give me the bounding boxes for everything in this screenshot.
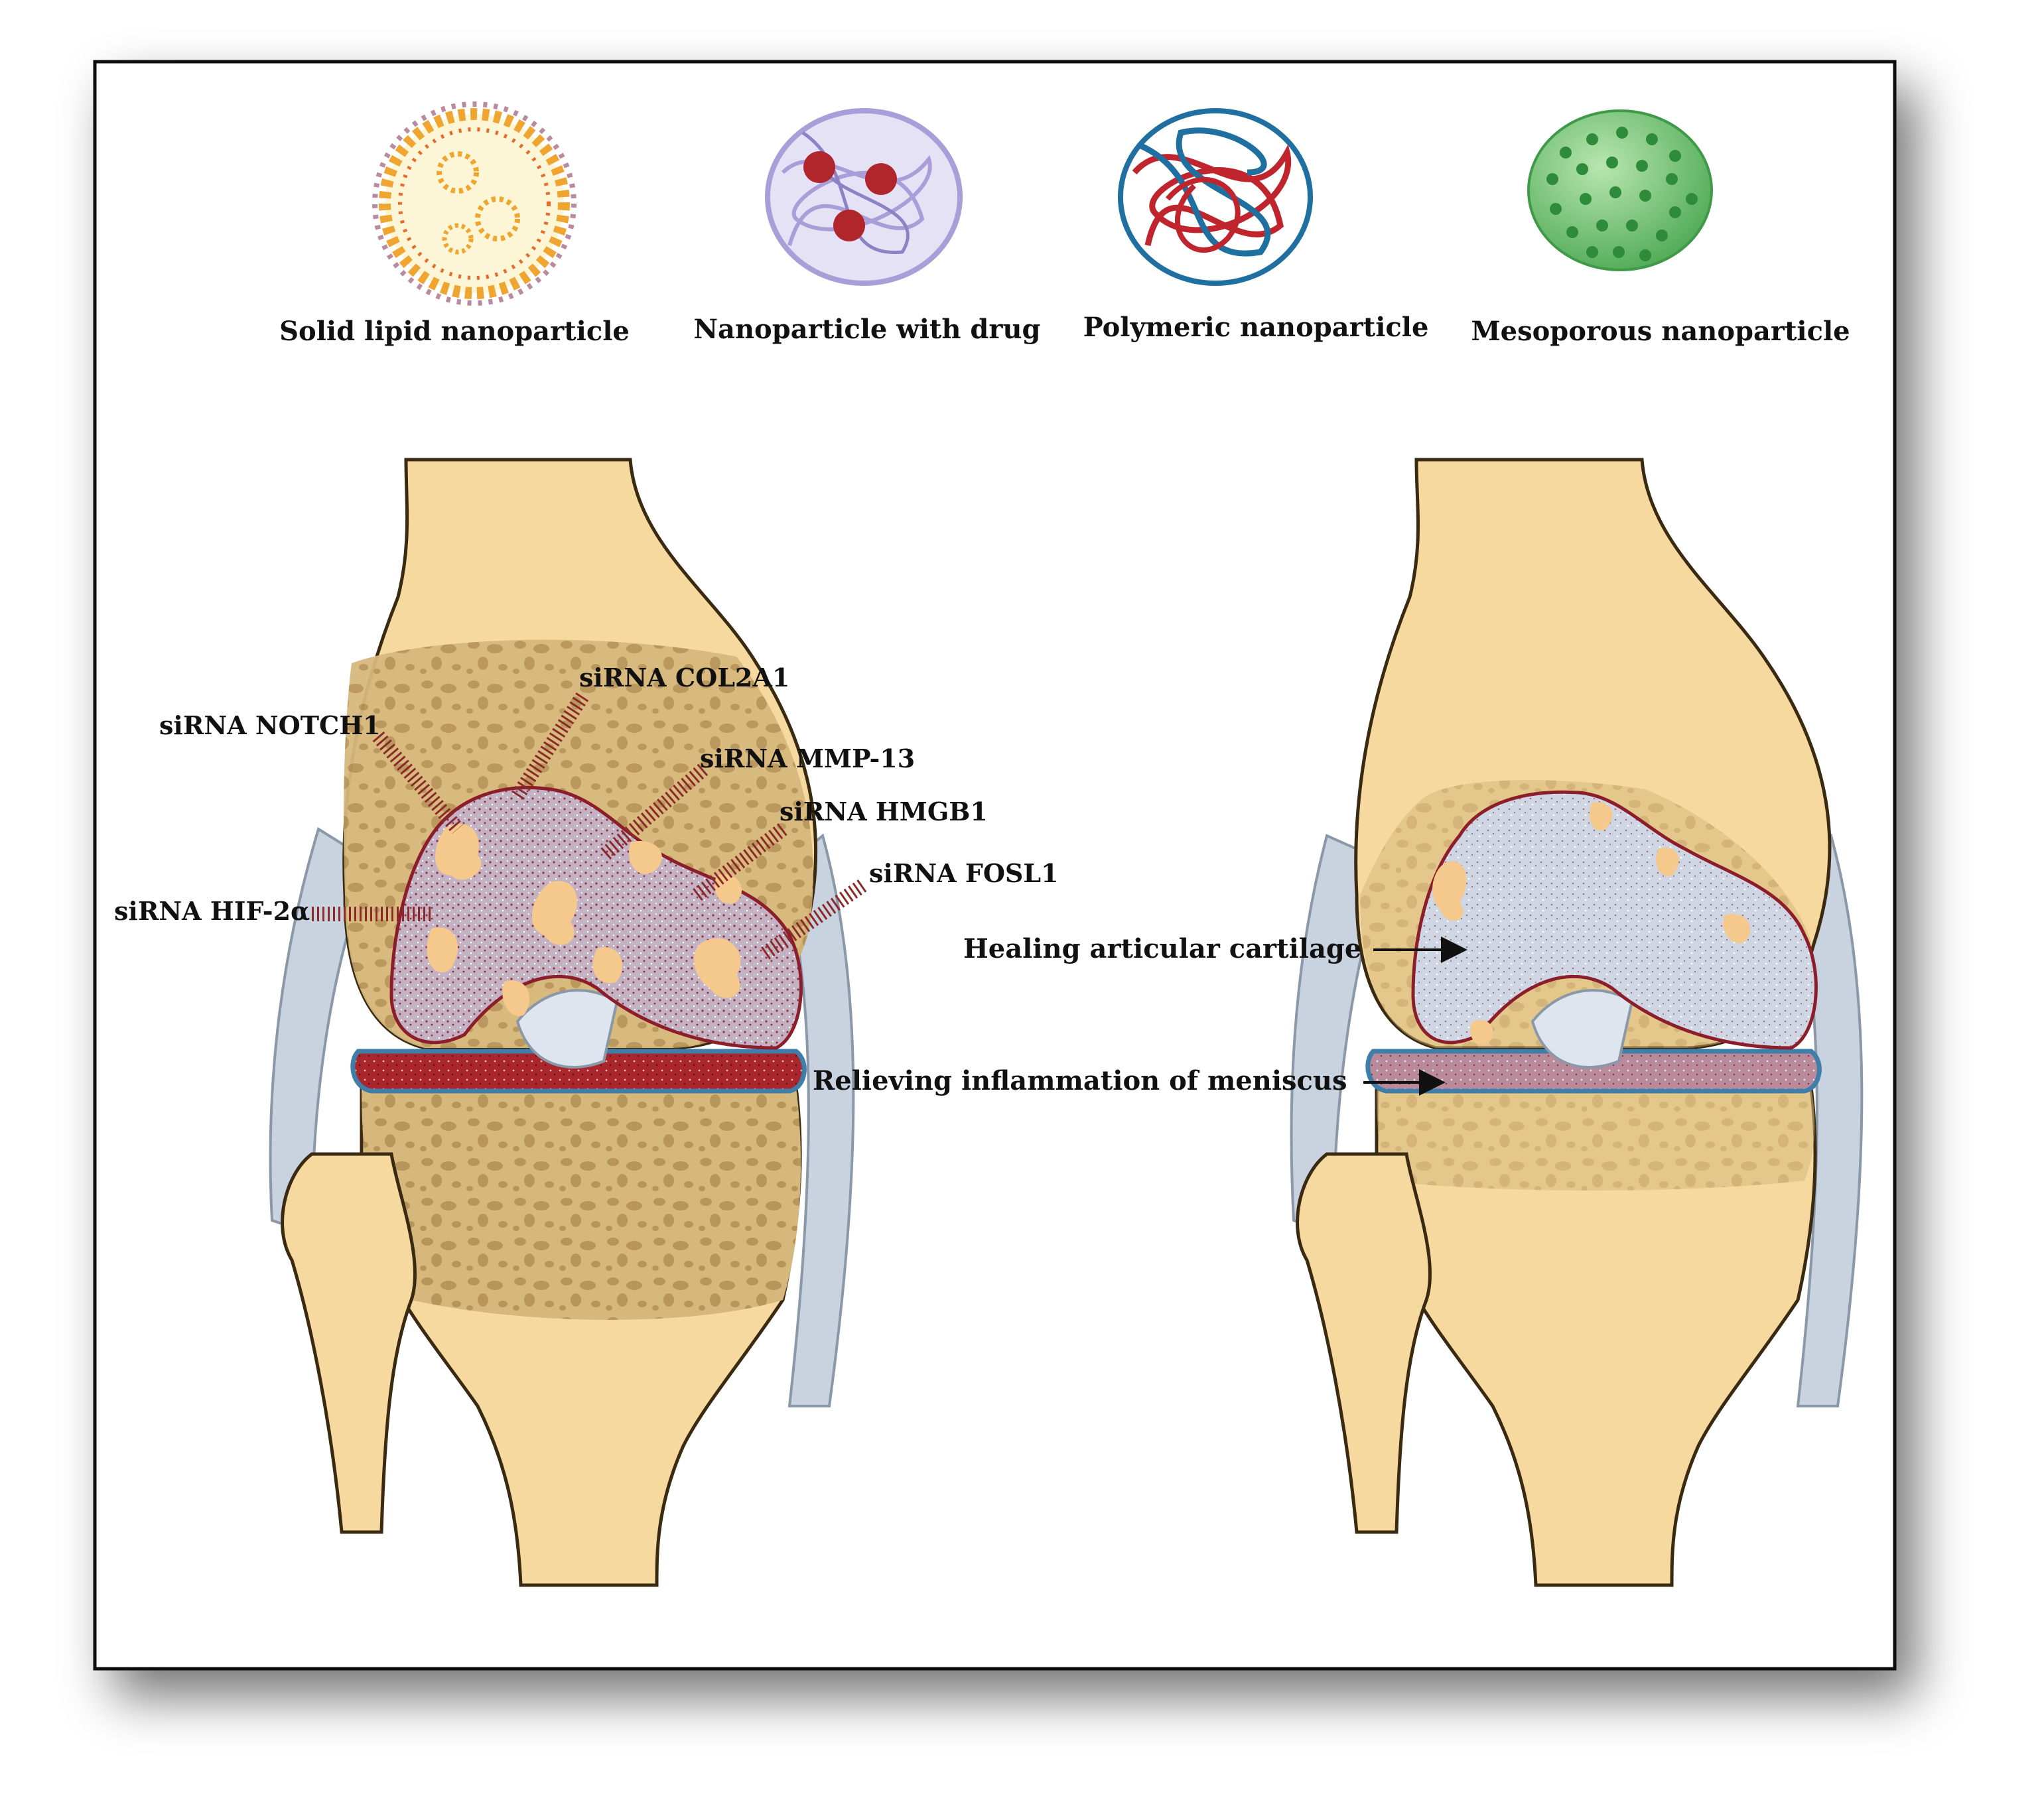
sirna-label-hmgb1: siRNA HMGB1 bbox=[780, 797, 988, 826]
tibia-spongy-bone bbox=[362, 1088, 801, 1320]
healing-knee-joint bbox=[1290, 458, 1864, 1587]
sirna-label-fosl1: siRNA FOSL1 bbox=[869, 858, 1059, 888]
mesoporous-nanoparticle-icon bbox=[1527, 109, 1713, 271]
tibia-bone bbox=[1375, 1086, 1817, 1587]
nanoparticle-label-polymeric: Polymeric nanoparticle bbox=[1083, 312, 1429, 343]
sirna-needle-hmgb1 bbox=[692, 823, 787, 901]
inflamed-meniscus bbox=[350, 1049, 807, 1094]
healing-meniscus bbox=[1365, 1049, 1822, 1094]
fibula-bone bbox=[281, 1152, 417, 1534]
sirna-needle-mmp13 bbox=[598, 763, 709, 862]
right-collateral-ligament bbox=[781, 833, 855, 1407]
tibia-spongy-bone bbox=[1377, 1088, 1815, 1191]
cartilage-residual-lesions bbox=[1432, 802, 1751, 1045]
polymeric-nanoparticle-icon bbox=[1118, 108, 1313, 286]
drug-nanoparticle-icon bbox=[765, 108, 963, 286]
nanoparticle-label-solid-lipid: Solid lipid nanoparticle bbox=[279, 316, 630, 347]
damaged-knee-joint bbox=[269, 458, 867, 1587]
cartilage-lesions bbox=[427, 824, 742, 1016]
sirna-needle-notch1 bbox=[372, 731, 464, 834]
damaged-articular-cartilage bbox=[389, 786, 803, 1050]
sirna-needle-col2a1 bbox=[511, 692, 589, 801]
cruciate-ligament bbox=[515, 989, 619, 1069]
solid-lipid-nanoparticle-icon bbox=[372, 101, 577, 306]
healing-articular-cartilage bbox=[1411, 790, 1818, 1050]
meniscus-inflammation-label: Relieving inflammation of meniscus bbox=[813, 1065, 1347, 1096]
cruciate-ligament bbox=[1531, 989, 1634, 1069]
healing-cartilage-label: Healing articular cartilage bbox=[963, 933, 1361, 964]
sirna-injections bbox=[312, 692, 867, 962]
fibula-bone bbox=[1296, 1152, 1432, 1534]
sirna-label-notch1: siRNA NOTCH1 bbox=[159, 710, 381, 740]
sirna-needle-fosl1 bbox=[758, 879, 867, 962]
sirna-label-hif2a: siRNA HIF-2α bbox=[114, 896, 310, 926]
nanoparticle-label-mesoporous: Mesoporous nanoparticle bbox=[1471, 316, 1850, 347]
sirna-label-mmp13: siRNA MMP-13 bbox=[700, 744, 915, 773]
nanoparticle-label-drug: Nanoparticle with drug bbox=[693, 314, 1040, 345]
sirna-label-col2a1: siRNA COL2A1 bbox=[579, 663, 789, 692]
